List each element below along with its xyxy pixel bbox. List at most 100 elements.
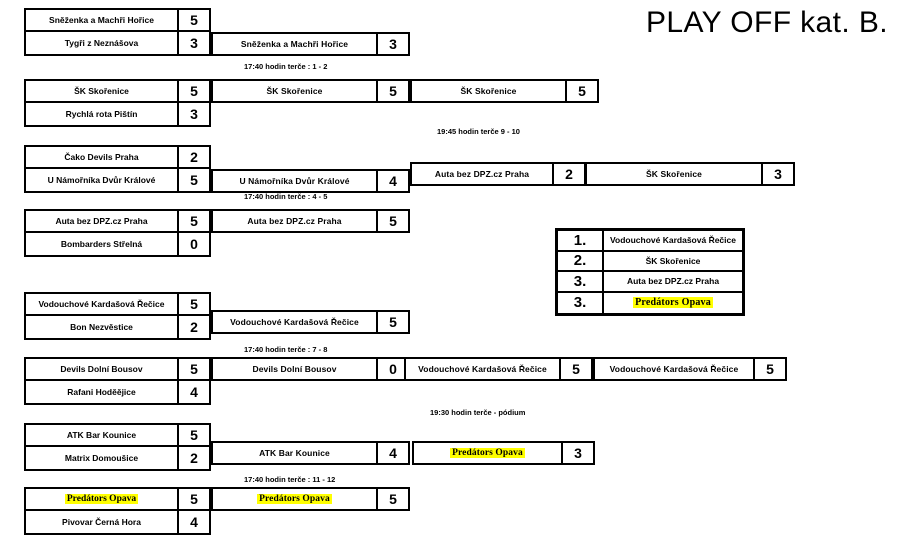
match-r1-1-bottom[interactable]: Tygři z Neznášova 3 [26,32,209,54]
team-score: 3 [389,36,397,52]
team-name: Matrix Domoušice [26,447,179,469]
team-name: Rafani Hoděějice [26,381,179,403]
match-r1-6[interactable]: Devils Dolní Bousov 5 Rafani Hoděějice 4 [24,357,211,405]
standings-team: Vodouchové Kardašová Řečice [610,235,736,246]
team-score: 5 [190,172,198,188]
match-r1-5-bottom[interactable]: Bon Nezvěstice 2 [26,316,209,338]
standings-row[interactable]: 1. Vodouchové Kardašová Řečice [558,231,742,252]
match-r2-6[interactable]: Devils Dolní Bousov 0 [211,357,410,381]
match-final-1[interactable]: ŠK Skořenice 3 [585,162,795,186]
match-r1-7[interactable]: ATK Bar Kounice 5 Matrix Domoušice 2 [24,423,211,471]
match-r1-5-top[interactable]: Vodouchové Kardašová Řečice 5 [26,294,209,316]
time-label-round1-4: 17:40 hodin terče : 11 - 12 [244,475,336,484]
match-r3-3[interactable]: Vodouchové Kardašová Řečice 5 [404,357,593,381]
standings-row[interactable]: 3. Predátors Opava [558,292,742,313]
match-r1-3-top[interactable]: Čako Devils Praha 2 [26,147,209,169]
match-r2-7[interactable]: ATK Bar Kounice 4 [211,441,410,465]
team-name: Sněženka a Machři Hořice [26,10,179,30]
match-r1-4-bottom[interactable]: Bombarders Střelná 0 [26,233,209,255]
team-score: 5 [389,213,397,229]
team-name: Devils Dolní Bousov [26,359,179,379]
team-name: Čako Devils Praha [26,147,179,167]
standings-row[interactable]: 3. Auta bez DPZ.cz Praha [558,272,742,293]
standings-position: 3. [558,272,604,291]
match-r1-4-top[interactable]: Auta bez DPZ.cz Praha 5 [26,211,209,233]
match-r1-3-bottom[interactable]: U Námořníka Dvůr Králové 5 [26,169,209,191]
match-r1-7-top[interactable]: ATK Bar Kounice 5 [26,425,209,447]
team-score: 2 [565,166,573,182]
team-name: U Námořníka Dvůr Králové [26,169,179,191]
time-label-round1-1: 17:40 hodin terče : 1 - 2 [244,62,328,71]
team-score: 5 [190,213,198,229]
team-name: Auta bez DPZ.cz Praha [213,211,378,231]
team-score: 5 [389,83,397,99]
match-r1-2-top[interactable]: ŠK Skořenice 5 [26,81,209,103]
match-r1-4[interactable]: Auta bez DPZ.cz Praha 5 Bombarders Střel… [24,209,211,257]
match-r2-3[interactable]: U Námořníka Dvůr Králové 4 [211,169,410,193]
team-name: Bombarders Střelná [26,233,179,255]
team-name: U Námořníka Dvůr Králové [213,171,378,191]
match-r1-2[interactable]: ŠK Skořenice 5 Rychlá rota Pištín 3 [24,79,211,127]
team-name: ŠK Skořenice [587,164,763,184]
team-score: 3 [190,35,198,51]
match-r3-1[interactable]: ŠK Skořenice 5 [410,79,599,103]
standings-table: 1. Vodouchové Kardašová Řečice 2. ŠK Sko… [555,228,745,316]
match-r2-2[interactable]: ŠK Skořenice 5 [211,79,410,103]
team-name: Bon Nezvěstice [26,316,179,338]
match-r2-4[interactable]: Auta bez DPZ.cz Praha 5 [211,209,410,233]
team-name: Predátors Opava [26,489,179,509]
team-score: 5 [190,83,198,99]
team-name: Vodouchové Kardašová Řečice [406,359,561,379]
match-r2-1[interactable]: Sněženka a Machři Hořice 3 [211,32,410,56]
team-name: Devils Dolní Bousov [213,359,378,379]
match-final-2[interactable]: Vodouchové Kardašová Řečice 5 [593,357,787,381]
team-name: Rychlá rota Pištín [26,103,179,125]
team-score: 5 [766,361,774,377]
time-label-round1-3: 17:40 hodin terče : 7 - 8 [244,345,328,354]
team-score: 2 [190,450,198,466]
match-r3-2[interactable]: Auta bez DPZ.cz Praha 2 [410,162,586,186]
time-label-semifinal: 19:45 hodin terče 9 - 10 [437,127,520,136]
team-name: Auta bez DPZ.cz Praha [26,211,179,231]
team-name: ŠK Skořenice [213,81,378,101]
standings-team: Predátors Opava [633,297,713,309]
match-r1-8-top[interactable]: Predátors Opava 5 [26,489,209,511]
team-name: ATK Bar Kounice [213,443,378,463]
match-r1-6-bottom[interactable]: Rafani Hoděějice 4 [26,381,209,403]
team-name: Vodouchové Kardašová Řečice [26,294,179,314]
team-score: 0 [389,361,397,377]
team-score: 5 [389,314,397,330]
match-r1-8-bottom[interactable]: Pivovar Černá Hora 4 [26,511,209,533]
match-r2-8[interactable]: Predátors Opava 5 [211,487,410,511]
team-name: Sněženka a Machři Hořice [213,34,378,54]
match-r1-1-top[interactable]: Sněženka a Machři Hořice 5 [26,10,209,32]
match-r1-6-top[interactable]: Devils Dolní Bousov 5 [26,359,209,381]
standings-row[interactable]: 2. ŠK Skořenice [558,251,742,272]
team-score: 0 [190,236,198,252]
team-score: 5 [190,12,198,28]
match-r2-5[interactable]: Vodouchové Kardašová Řečice 5 [211,310,410,334]
team-name: Predátors Opava [213,489,378,509]
standings-team: ŠK Skořenice [645,255,701,266]
team-name: Tygři z Neznášova [26,32,179,54]
match-r3-4[interactable]: Predátors Opava 3 [412,441,595,465]
team-score: 4 [389,173,397,189]
team-name: Vodouchové Kardašová Řečice [213,312,378,332]
team-score: 5 [190,491,198,507]
team-name: Predátors Opava [414,443,563,463]
standings-position: 3. [558,292,604,313]
match-r1-3[interactable]: Čako Devils Praha 2 U Námořníka Dvůr Krá… [24,145,211,193]
team-score: 3 [574,445,582,461]
team-name: ATK Bar Kounice [26,425,179,445]
team-score: 2 [190,149,198,165]
match-r1-7-bottom[interactable]: Matrix Domoušice 2 [26,447,209,469]
team-score: 4 [190,514,198,530]
match-r1-5[interactable]: Vodouchové Kardašová Řečice 5 Bon Nezvěs… [24,292,211,340]
match-r1-8[interactable]: Predátors Opava 5 Pivovar Černá Hora 4 [24,487,211,535]
page-title: PLAY OFF kat. B. [645,6,888,39]
match-r1-2-bottom[interactable]: Rychlá rota Pištín 3 [26,103,209,125]
match-r1-1[interactable]: Sněženka a Machři Hořice 5 Tygři z Nezná… [24,8,211,56]
standings-team: Auta bez DPZ.cz Praha [626,276,720,287]
team-score: 3 [774,166,782,182]
